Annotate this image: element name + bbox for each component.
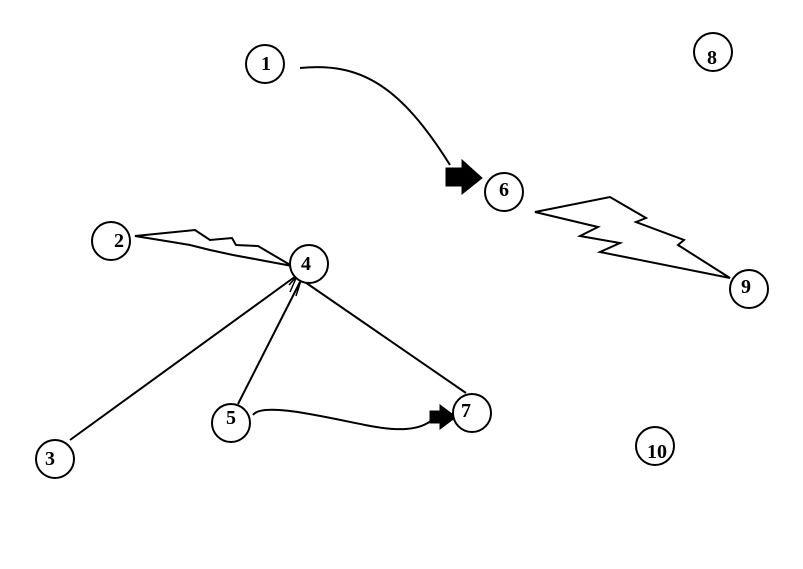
node-1[interactable]: 1 <box>245 44 285 84</box>
edge-5-4 <box>237 281 301 405</box>
node-9[interactable]: 9 <box>729 269 769 309</box>
node-5[interactable]: 5 <box>211 403 251 443</box>
node-3-label: 3 <box>45 448 55 470</box>
edge-7-4 <box>301 279 467 394</box>
node-10-label: 10 <box>647 441 667 463</box>
node-2[interactable]: 2 <box>91 221 131 261</box>
edge-1-6 <box>299 66 451 166</box>
node-6[interactable]: 6 <box>484 172 524 212</box>
node-10[interactable]: 10 <box>635 426 675 466</box>
node-9-label: 9 <box>741 276 751 298</box>
edge-2-4-lightning <box>134 228 293 267</box>
edge-1-6-arrowhead <box>445 158 483 196</box>
nodes-layer: 1 2 3 4 5 6 7 8 <box>35 32 769 479</box>
node-7[interactable]: 7 <box>452 393 492 433</box>
node-8[interactable]: 8 <box>693 32 733 72</box>
node-4-label: 4 <box>301 253 311 275</box>
edges-layer <box>69 66 731 441</box>
node-2-label: 2 <box>114 230 124 252</box>
edge-5-7 <box>252 408 433 431</box>
edge-3-4 <box>69 275 297 441</box>
node-8-label: 8 <box>707 47 717 69</box>
edge-5-7-arrowhead <box>429 404 457 430</box>
node-4[interactable]: 4 <box>289 244 329 284</box>
node-5-label: 5 <box>226 407 236 429</box>
node-1-label: 1 <box>261 53 271 75</box>
node-7-label: 7 <box>461 400 471 422</box>
node-3[interactable]: 3 <box>35 439 75 479</box>
node-6-label: 6 <box>499 179 509 201</box>
edge-9-6-lightning <box>534 195 731 279</box>
